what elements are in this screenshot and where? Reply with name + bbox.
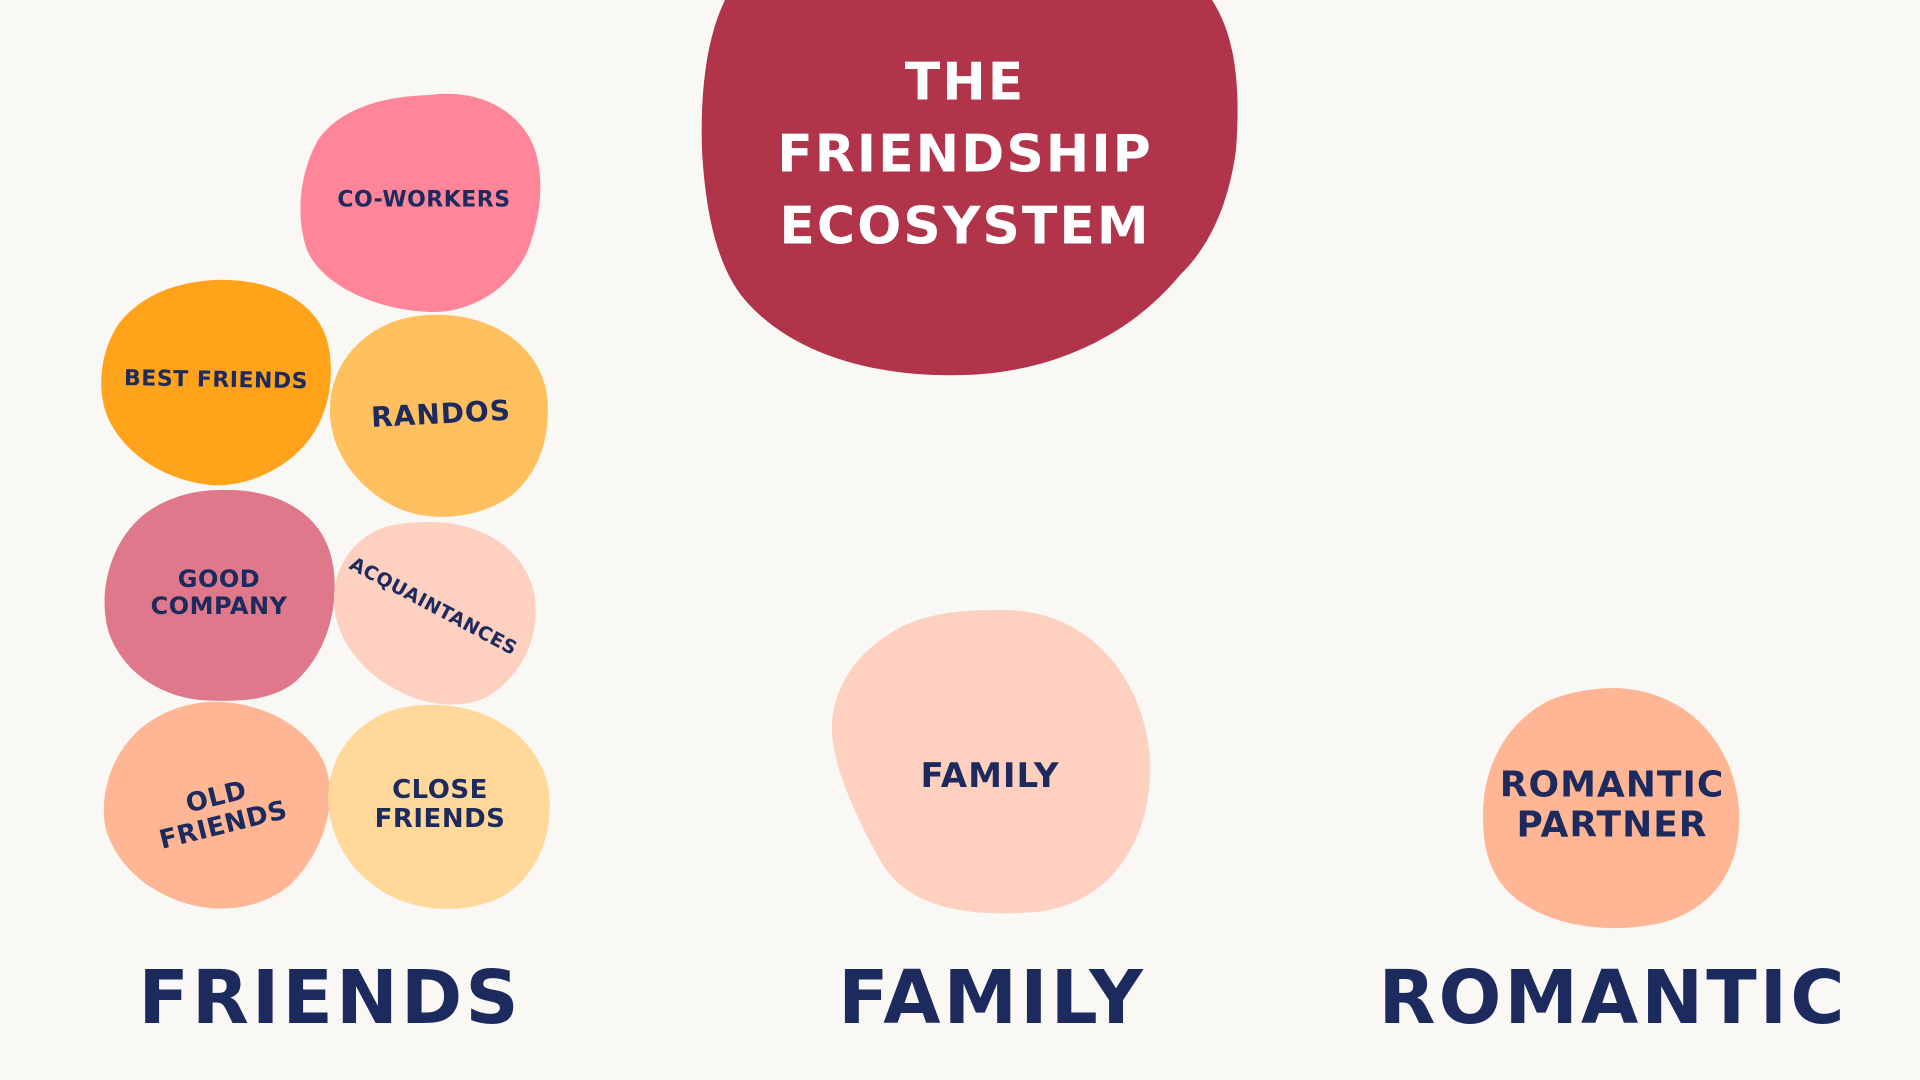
category-friends: FRIENDS — [138, 955, 522, 1041]
diagram-title: THE FRIENDSHIP ECOSYSTEM — [777, 52, 1153, 256]
title-blob — [701, 0, 1238, 376]
acquaintances-blob — [334, 522, 536, 705]
co-workers-blob — [300, 93, 541, 313]
category-family: FAMILY — [838, 955, 1146, 1041]
family-blob — [831, 609, 1151, 914]
close-friends-label: CLOSE FRIENDS — [374, 774, 506, 834]
co-workers-label: CO-WORKERS — [337, 187, 511, 213]
old-friends-blob — [103, 701, 330, 909]
close-friends-blob — [328, 704, 550, 909]
best-friends-blob — [101, 279, 331, 486]
romantic-partner-blob — [1482, 688, 1740, 929]
randos-label: RANDOS — [370, 393, 512, 434]
category-romantic: ROMANTIC — [1378, 955, 1848, 1041]
family-bubble-label: FAMILY — [920, 755, 1060, 796]
romantic-partner-label: ROMANTIC PARTNER — [1499, 764, 1725, 846]
best-friends-label: BEST FRIENDS — [123, 366, 309, 395]
good-company-label: GOOD COMPANY — [150, 565, 288, 620]
randos-blob — [329, 314, 548, 517]
good-company-blob — [104, 489, 335, 701]
